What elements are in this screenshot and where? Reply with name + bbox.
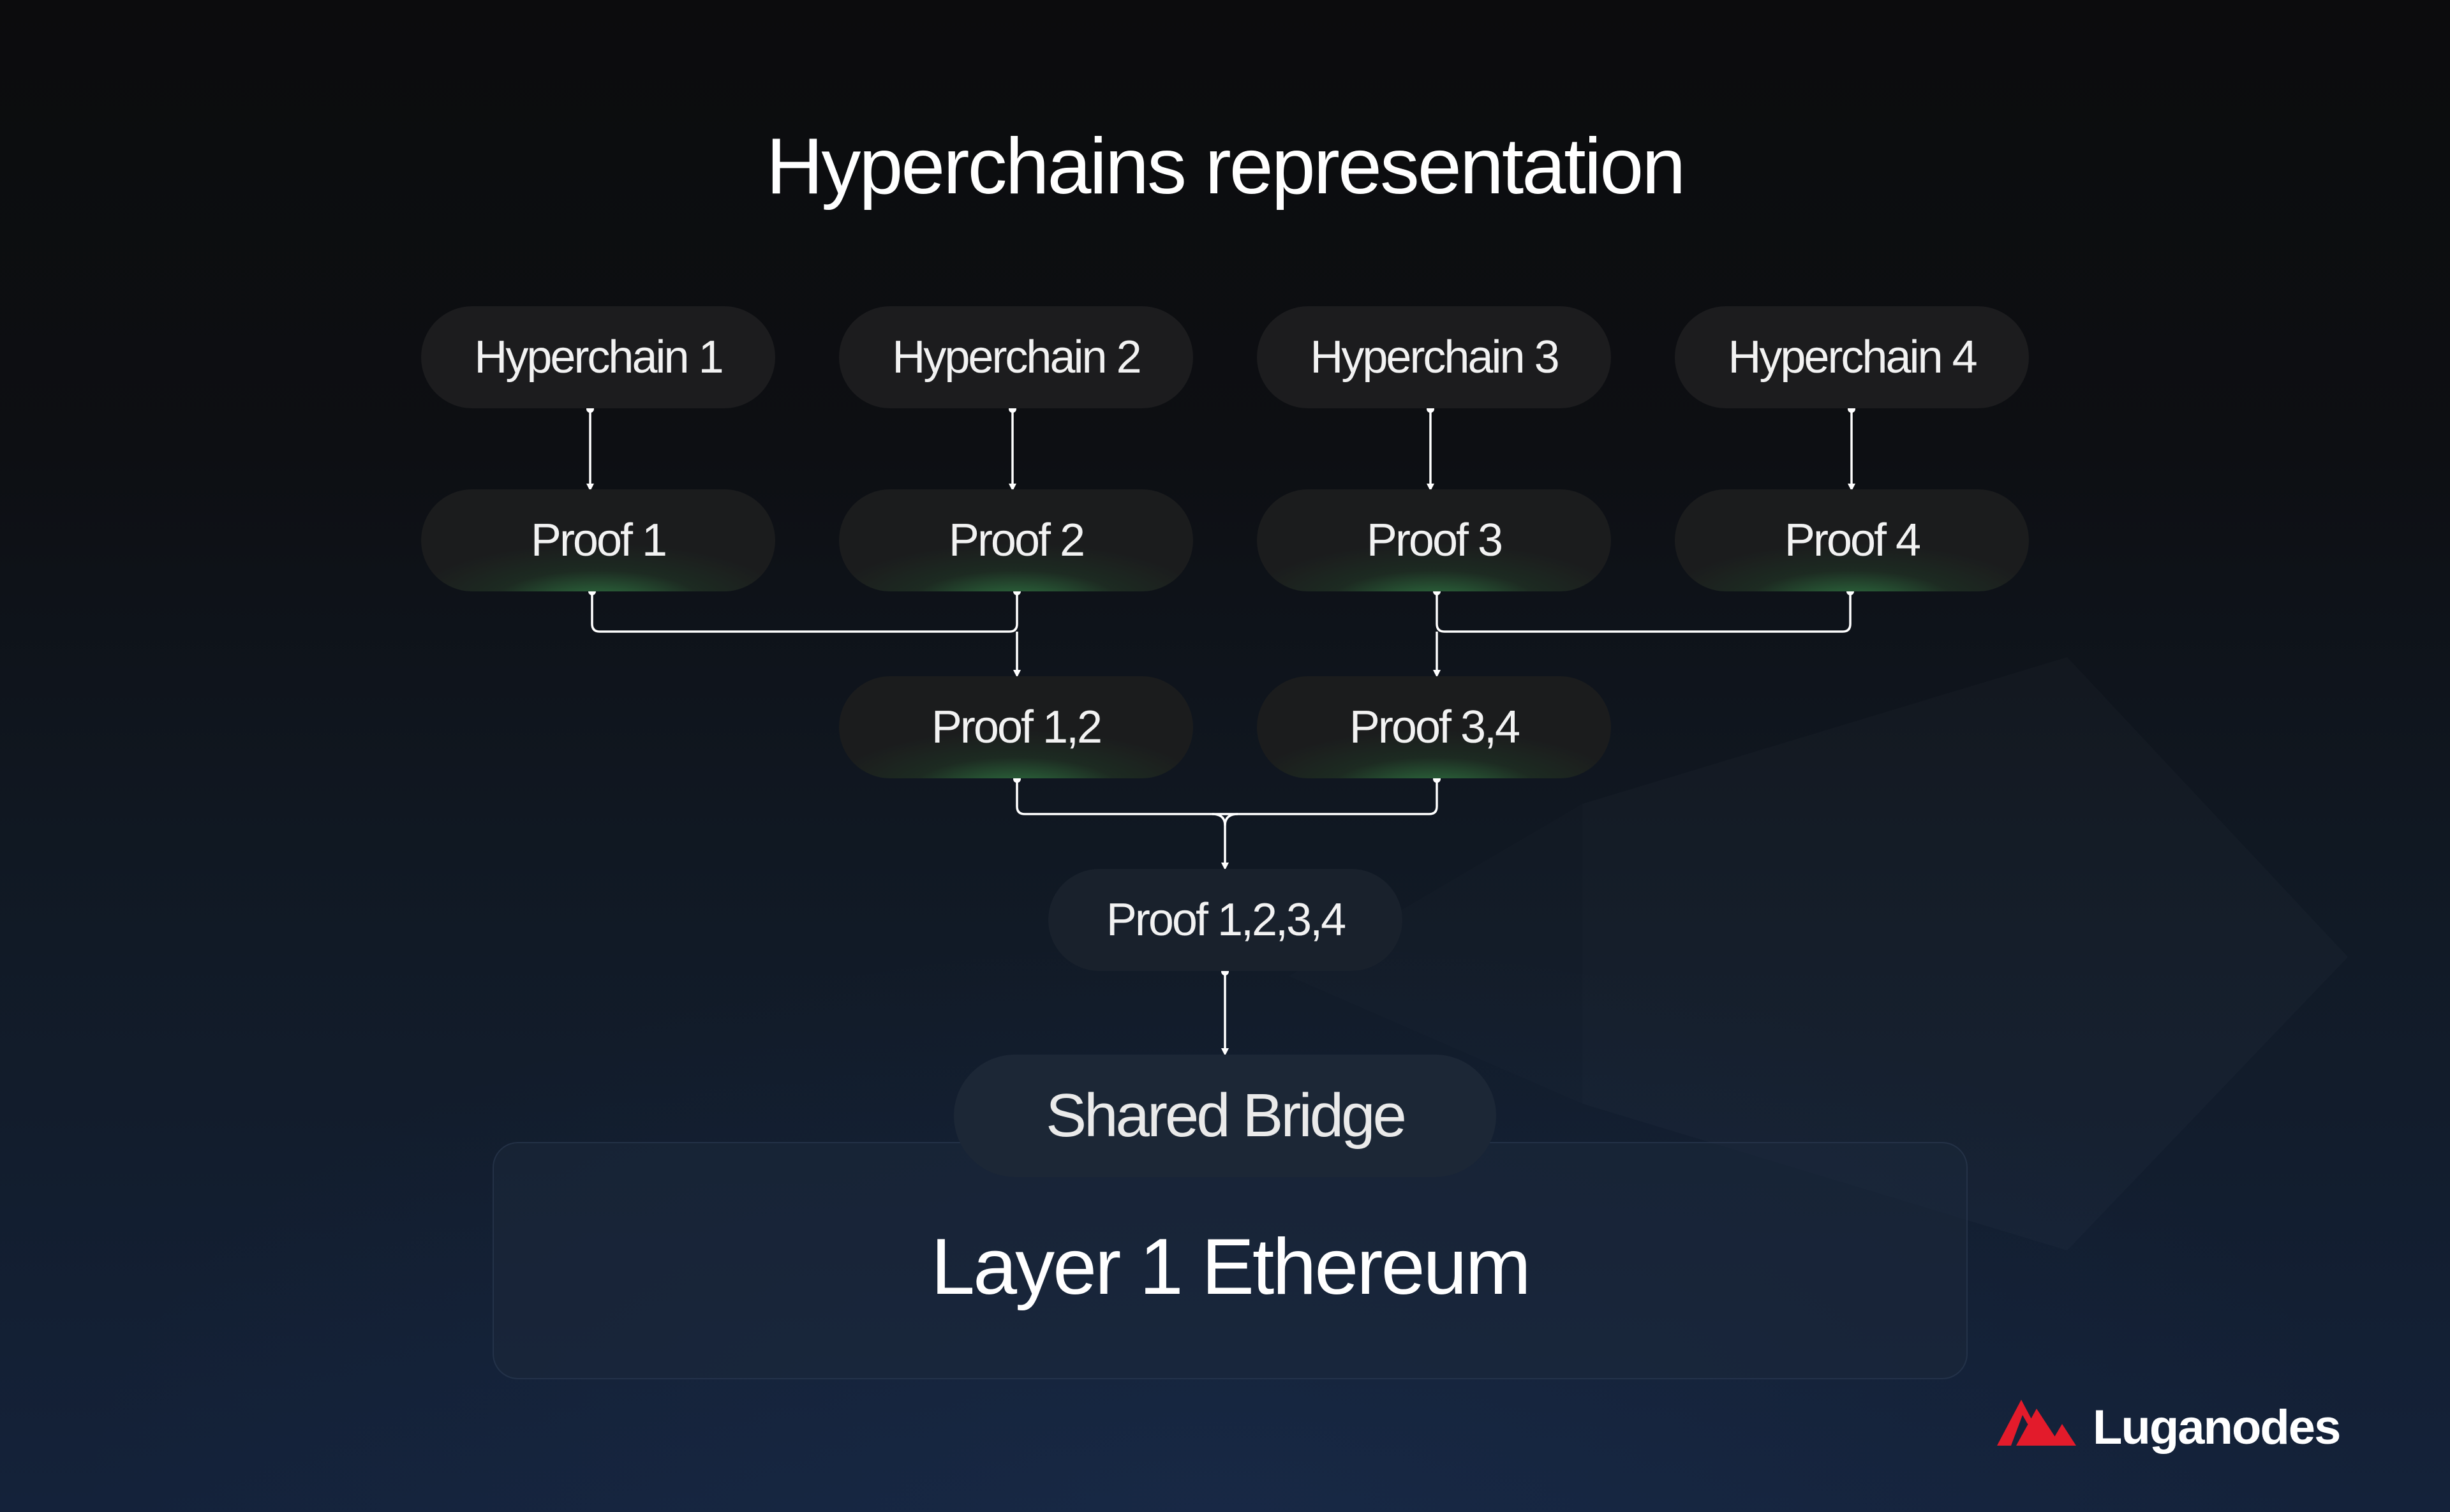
hyperchain-2-node: Hyperchain 2 xyxy=(839,306,1193,408)
layer1-label: Layer 1 Ethereum xyxy=(931,1223,1531,1311)
hyperchain-1-node: Hyperchain 1 xyxy=(421,306,775,408)
hyperchain-4-node: Hyperchain 4 xyxy=(1675,306,2029,408)
proof-1-2-node: Proof 1,2 xyxy=(839,676,1193,778)
brand-name: Luganodes xyxy=(2093,1400,2341,1455)
luganodes-mountain-icon xyxy=(1997,1400,2076,1446)
luganodes-logo: Luganodes xyxy=(1997,1391,2342,1461)
proof-3-node: Proof 3 xyxy=(1257,489,1611,591)
proof-4-node: Proof 4 xyxy=(1675,489,2029,591)
proof-1-node: Proof 1 xyxy=(421,489,775,591)
proof-2-node: Proof 2 xyxy=(839,489,1193,591)
hyperchain-3-node: Hyperchain 3 xyxy=(1257,306,1611,408)
proof-3-4-node: Proof 3,4 xyxy=(1257,676,1611,778)
layer1-ethereum-box: Layer 1 Ethereum xyxy=(493,1142,1968,1379)
diagram-title: Hyperchains representation xyxy=(766,122,1686,211)
shared-bridge-node: Shared Bridge xyxy=(954,1055,1496,1177)
proof-1-2-3-4-node: Proof 1,2,3,4 xyxy=(1048,869,1402,971)
